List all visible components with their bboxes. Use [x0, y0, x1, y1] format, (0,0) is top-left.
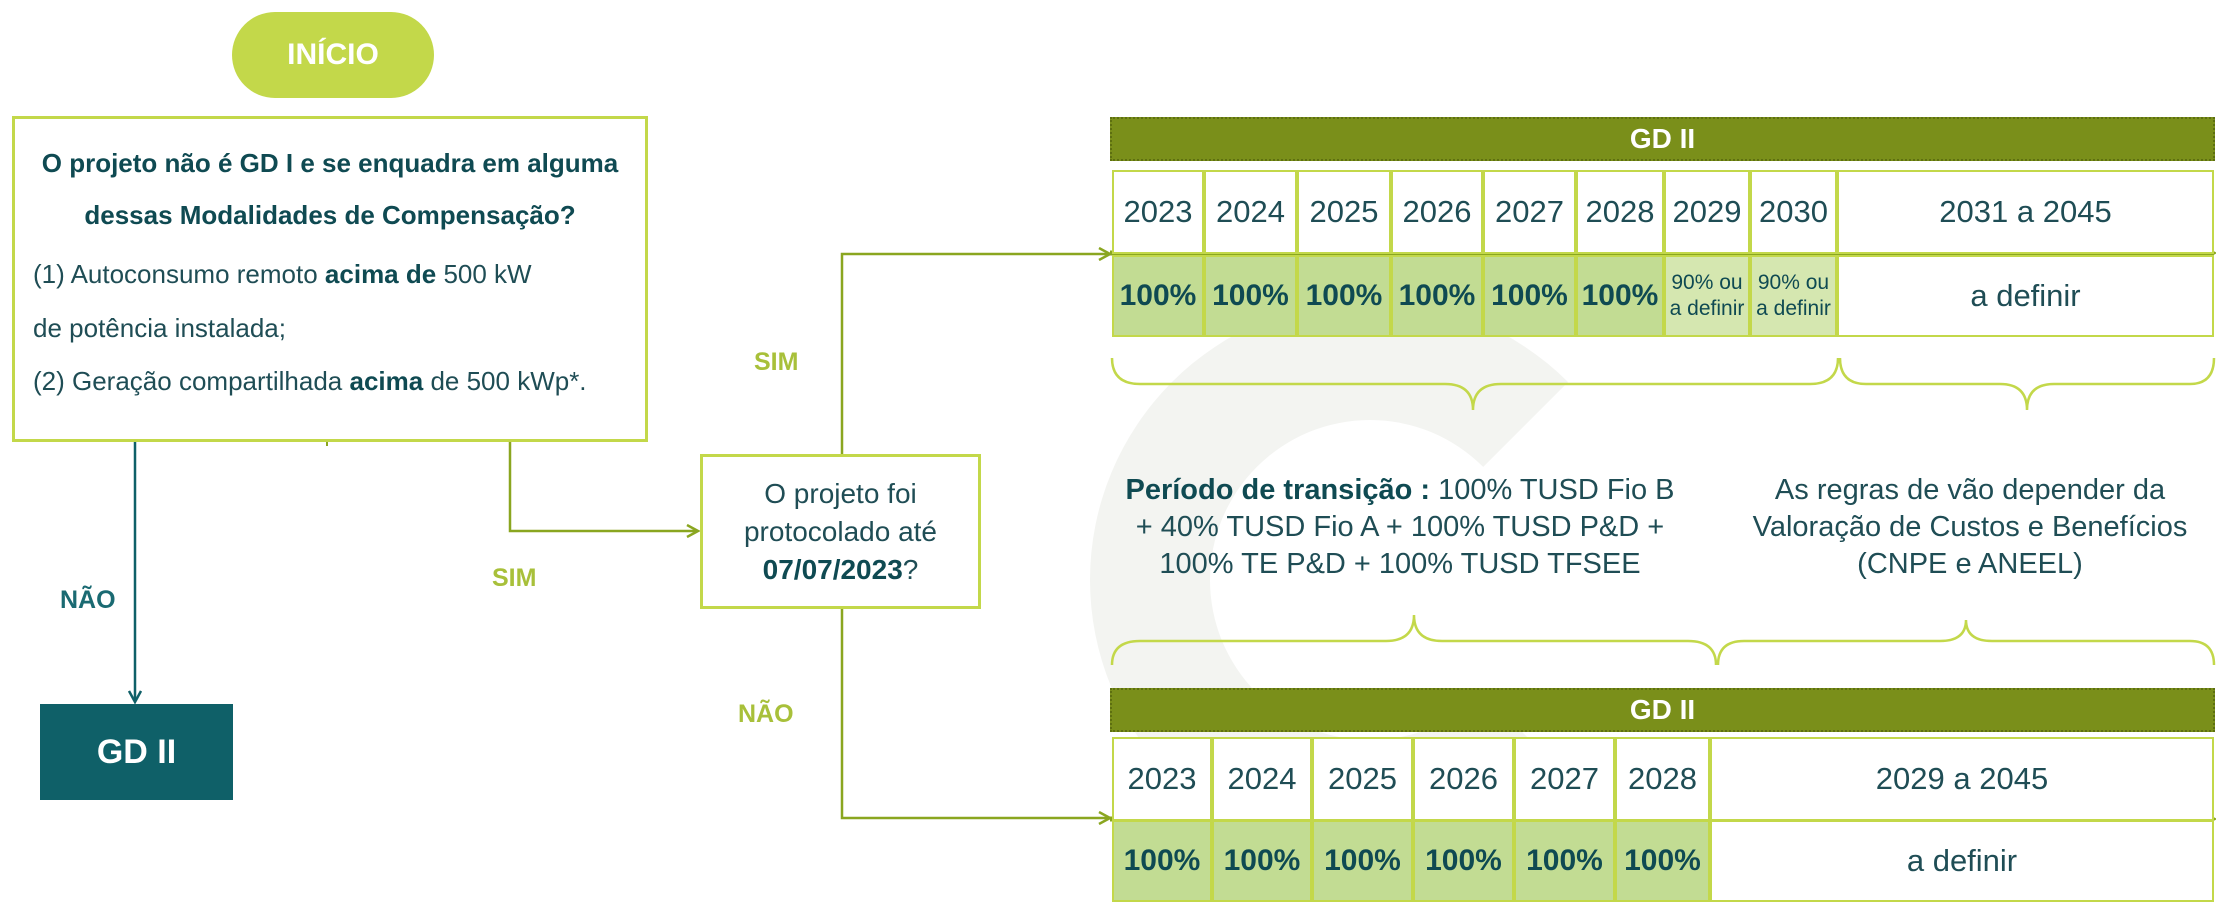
year-cell-top: 2027 [1483, 170, 1576, 254]
year-cell-bottom: 2028 [1615, 737, 1710, 821]
percent-cell-bottom: 100% [1112, 820, 1212, 902]
percent-cell-top: 100% [1297, 255, 1391, 337]
transition-description: Período de transição : 100% TUSD Fio B +… [1125, 474, 1675, 580]
label-sim-top: SIM [754, 348, 799, 376]
percent-cell-top: 100% [1112, 255, 1204, 337]
question-item-1-cont: de potência instalada; [33, 313, 286, 343]
brace-top-left [1110, 357, 1840, 411]
rules-description: As regras de vão depender da Valoração d… [1752, 474, 2188, 580]
gd2-result-box: GD II [40, 704, 233, 800]
tbd-cell-bottom: a definir [1710, 820, 2214, 902]
year-range-cell-bottom: 2029 a 2045 [1710, 737, 2214, 821]
table-bottom-header: GD II [1110, 688, 2215, 732]
brace-top-right [1838, 357, 2216, 411]
percent-cell-bottom: 100% [1312, 820, 1413, 902]
percent-cell-tentative: 90% ou a definir [1750, 255, 1837, 337]
label-sim-left: SIM [492, 564, 537, 592]
year-cell-bottom: 2026 [1413, 737, 1514, 821]
percent-cell-top: 100% [1576, 255, 1664, 337]
label-nao-right: NÃO [738, 700, 794, 728]
percent-cell-tentative: 90% ou a definir [1664, 255, 1750, 337]
question-title: O projeto não é GD I e se enquadra em al… [41, 148, 619, 230]
label-nao-left: NÃO [60, 586, 116, 614]
sim-top-connector [840, 254, 1110, 454]
question-item-1: (1) Autoconsumo remoto acima de 500 kW [33, 259, 532, 289]
percent-cell-top: 100% [1204, 255, 1297, 337]
percent-cell-bottom: 100% [1514, 820, 1615, 902]
start-node: INÍCIO [232, 12, 434, 98]
brace-bottom-left [1110, 614, 1718, 666]
percent-cell-top: 100% [1483, 255, 1576, 337]
year-cell-top: 2029 [1664, 170, 1750, 254]
year-cell-bottom: 2024 [1212, 737, 1312, 821]
brace-bottom-right [1716, 619, 2216, 666]
question-item-2: (2) Geração compartilhada acima de 500 k… [33, 366, 587, 396]
year-cell-bottom: 2025 [1312, 737, 1413, 821]
percent-cell-bottom: 100% [1615, 820, 1710, 902]
nao-bottom-connector [840, 609, 1110, 818]
year-cell-top: 2030 [1750, 170, 1837, 254]
sim-connector [508, 442, 698, 531]
question-box: O projeto não é GD I e se enquadra em al… [12, 116, 648, 442]
year-range-cell-top: 2031 a 2045 [1837, 170, 2214, 254]
year-cell-top: 2026 [1391, 170, 1483, 254]
year-cell-top: 2025 [1297, 170, 1391, 254]
percent-cell-bottom: 100% [1413, 820, 1514, 902]
year-cell-top: 2028 [1576, 170, 1664, 254]
year-cell-bottom: 2023 [1112, 737, 1212, 821]
year-cell-top: 2023 [1112, 170, 1204, 254]
protocol-question-box: O projeto foi protocolado até 07/07/2023… [700, 454, 981, 609]
year-cell-bottom: 2027 [1514, 737, 1615, 821]
year-cell-top: 2024 [1204, 170, 1297, 254]
percent-cell-top: 100% [1391, 255, 1483, 337]
tbd-cell-top: a definir [1837, 255, 2214, 337]
percent-cell-bottom: 100% [1212, 820, 1312, 902]
table-top-header: GD II [1110, 117, 2215, 161]
